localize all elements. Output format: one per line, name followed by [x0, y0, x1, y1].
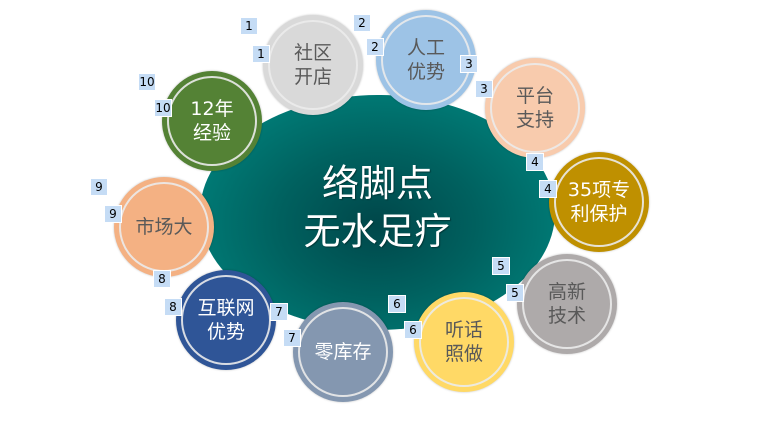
- item-number-badge-8: 8: [153, 270, 171, 288]
- item-number-badge-10: 10: [138, 73, 156, 91]
- item-number-badge-8: 8: [164, 298, 182, 316]
- item-number-badge-1: 1: [252, 45, 270, 63]
- item-label: 35项专 利保护: [567, 179, 631, 225]
- item-number-badge-9: 9: [104, 205, 122, 223]
- item-number-badge-7: 7: [270, 303, 288, 321]
- item-number-badge-6: 6: [404, 321, 422, 339]
- item-circle-9: 市场大: [114, 177, 214, 277]
- item-label: 12年 经验: [190, 98, 234, 144]
- item-circle-1: 社区 开店: [263, 15, 363, 115]
- item-number-badge-2: 2: [353, 14, 371, 32]
- center-title: 络脚点 无水足疗: [255, 160, 500, 256]
- item-label: 人工 优势: [406, 37, 445, 83]
- item-number-badge-2: 2: [366, 38, 384, 56]
- item-number-badge-4: 4: [539, 180, 557, 198]
- item-number-badge-5: 5: [492, 257, 510, 275]
- item-circle-3: 平台 支持: [485, 58, 585, 158]
- item-circle-7: 零库存: [293, 302, 393, 402]
- item-circle-8: 互联网 优势: [176, 270, 276, 370]
- item-label: 互联网 优势: [197, 297, 255, 343]
- item-number-badge-1: 1: [240, 17, 258, 35]
- item-label: 高新 技术: [547, 281, 586, 327]
- item-circle-2: 人工 优势: [376, 10, 476, 110]
- item-number-badge-3: 3: [460, 55, 478, 73]
- item-number-badge-9: 9: [90, 178, 108, 196]
- item-label: 零库存: [314, 341, 372, 363]
- item-circle-6: 听话 照做: [414, 292, 514, 392]
- item-number-badge-10: 10: [154, 99, 172, 117]
- item-number-badge-7: 7: [283, 329, 301, 347]
- item-label: 市场大: [135, 216, 193, 238]
- item-number-badge-3: 3: [475, 80, 493, 98]
- item-circle-4: 35项专 利保护: [549, 152, 649, 252]
- item-number-badge-6: 6: [388, 295, 406, 313]
- item-label: 社区 开店: [293, 42, 332, 88]
- center-title-line1: 络脚点: [322, 162, 433, 205]
- item-label: 平台 支持: [515, 85, 554, 131]
- item-circle-10: 12年 经验: [162, 71, 262, 171]
- item-label: 听话 照做: [444, 319, 483, 365]
- item-number-badge-4: 4: [526, 153, 544, 171]
- item-number-badge-5: 5: [506, 284, 524, 302]
- center-title-line2: 无水足疗: [303, 210, 452, 253]
- item-circle-5: 高新 技术: [517, 254, 617, 354]
